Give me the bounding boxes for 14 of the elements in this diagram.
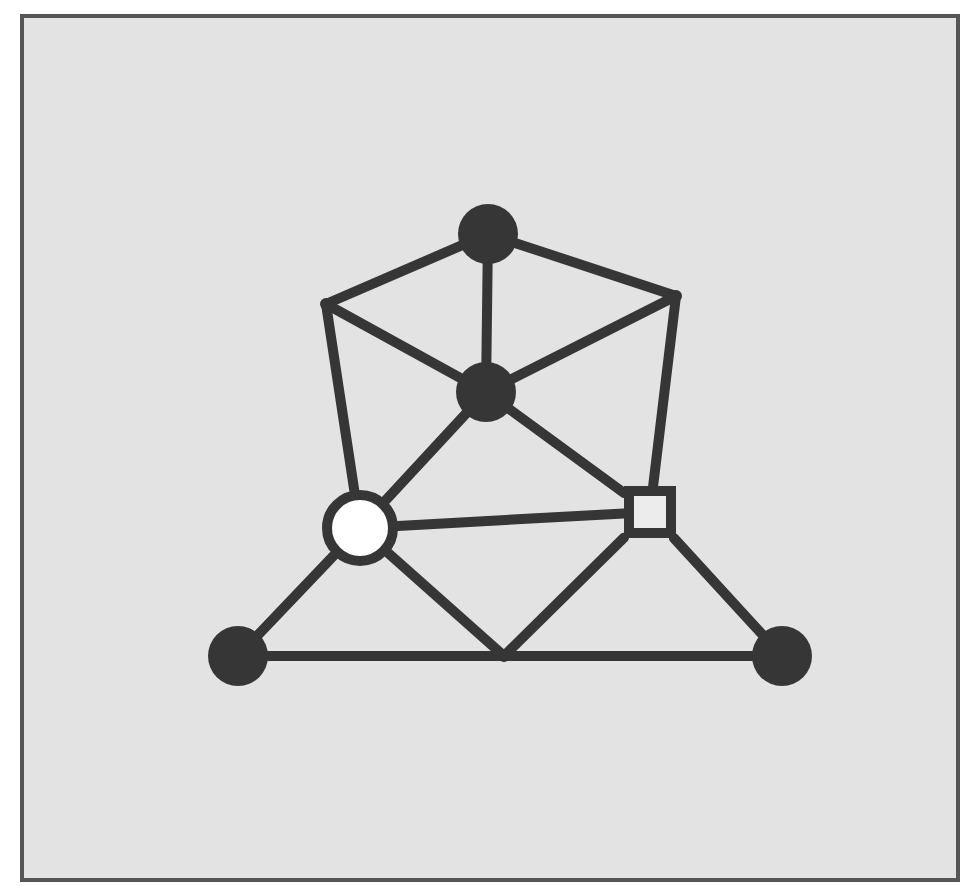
graph-edge [392,508,629,531]
square-vertex [624,486,676,538]
filled-vertex [456,362,516,422]
filled-vertex [208,626,268,686]
hollow-vertex [322,490,398,566]
filled-vertex [458,204,518,264]
junction-point [320,298,332,310]
junction-point [670,290,682,302]
graph-edge [380,409,471,506]
filled-vertex [752,626,812,686]
graph-edge [481,259,493,367]
graph-edge [505,404,629,498]
graph-edge [668,533,767,639]
graph-edge [253,550,339,640]
